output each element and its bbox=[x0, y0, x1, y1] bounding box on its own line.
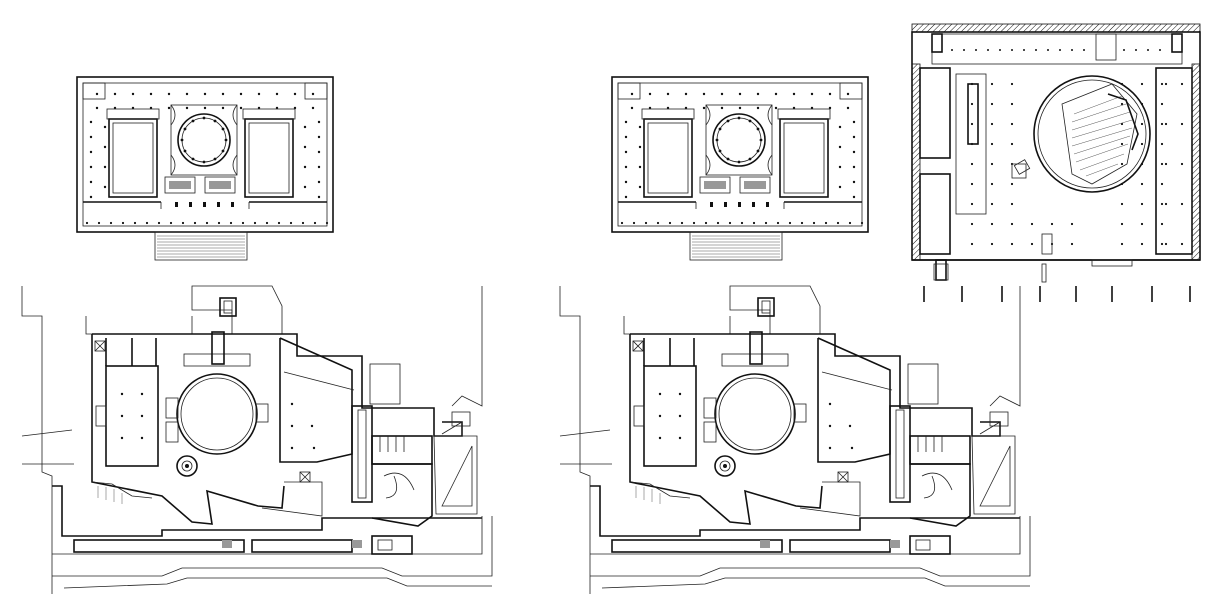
classic-plan-left bbox=[77, 77, 333, 260]
classic-plan-right bbox=[612, 77, 868, 260]
site-plan-left bbox=[21, 285, 493, 595]
site-plan-right bbox=[559, 285, 1031, 595]
modern-hall-plan bbox=[912, 24, 1200, 302]
